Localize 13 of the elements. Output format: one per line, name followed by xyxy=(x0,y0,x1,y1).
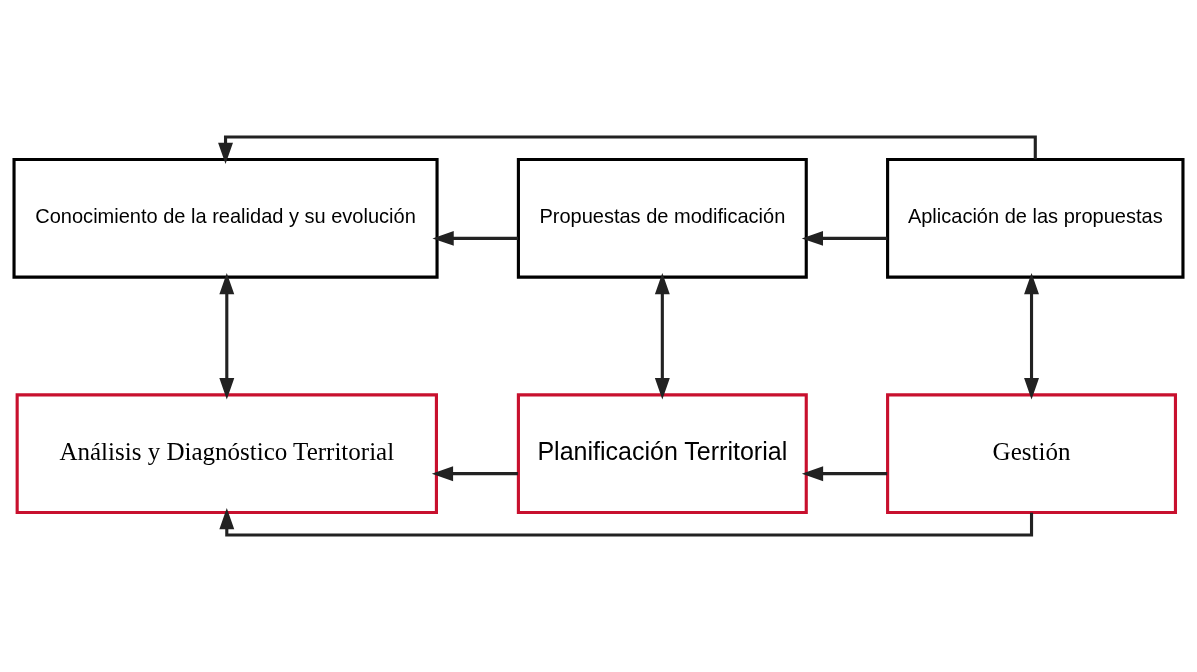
arrow xyxy=(432,230,519,246)
node-box: Análisis y Diagnóstico Territorial xyxy=(15,393,438,515)
arrow xyxy=(431,466,518,482)
arrow xyxy=(1024,273,1039,400)
node-box: Propuestas de modificación xyxy=(516,157,808,279)
arrow xyxy=(801,466,888,482)
arrow xyxy=(219,273,235,400)
node-box: Conocimiento de la realidad y su evolución xyxy=(12,157,439,279)
arrow xyxy=(801,230,888,246)
node-box: Aplicación de las propuestas xyxy=(886,157,1185,279)
node-box: Planificación Territorial xyxy=(516,393,808,515)
arrow xyxy=(654,273,670,400)
node-box: Gestión xyxy=(886,393,1178,515)
